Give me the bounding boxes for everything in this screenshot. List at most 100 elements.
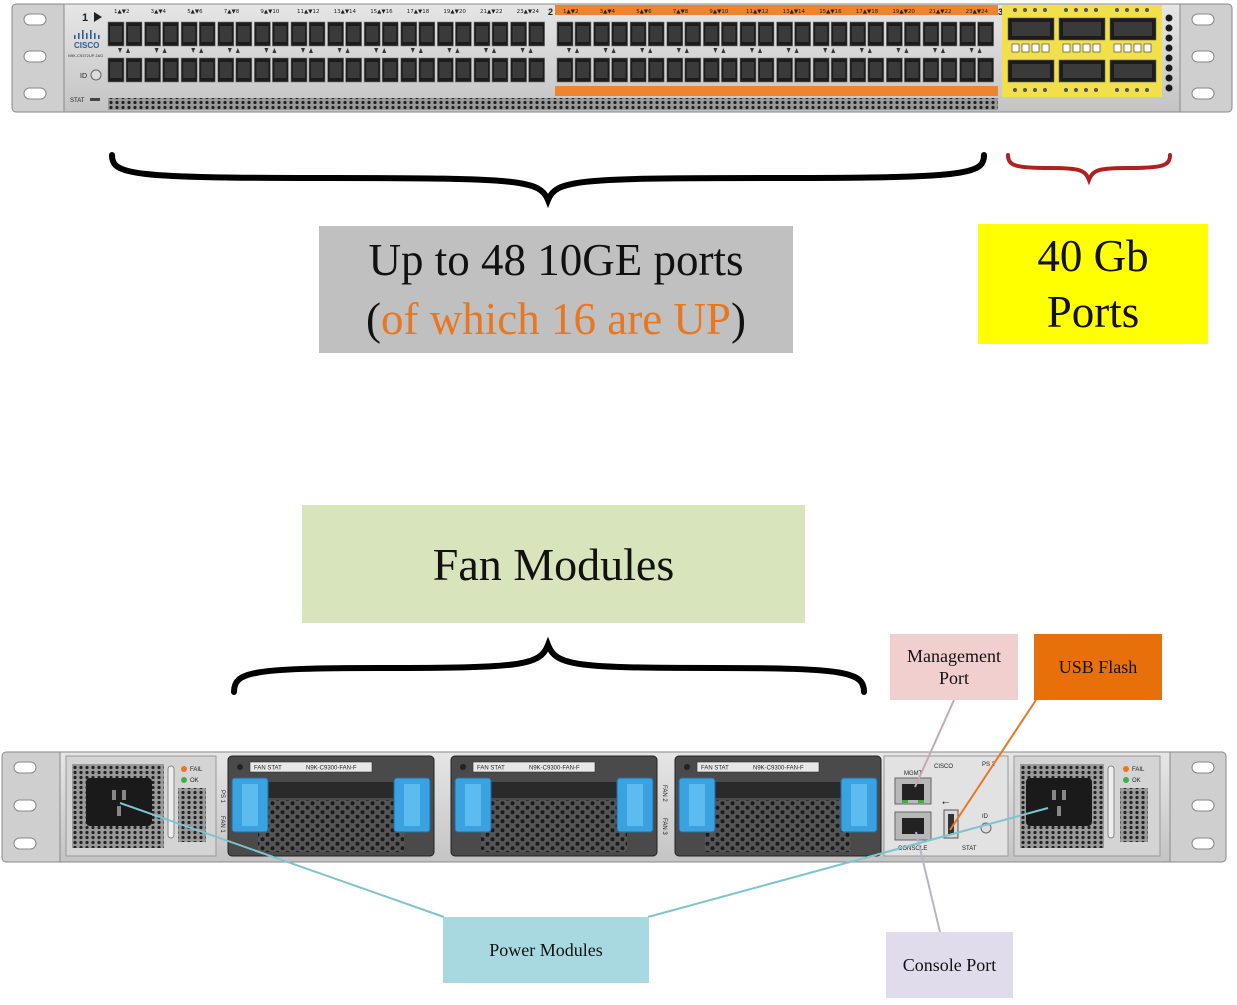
port-led-arrow-icon (199, 48, 204, 53)
psu-latch[interactable] (167, 765, 175, 839)
label-40g-line2: Ports (1046, 287, 1140, 337)
fan-handle-grip (689, 784, 705, 826)
fan-handle-grip (404, 784, 420, 826)
qsfp-led-dot (1023, 8, 1027, 12)
sfp-port-cage (128, 26, 140, 42)
sfp-port-cage (815, 62, 828, 78)
sfp-port-cage (237, 26, 250, 42)
psu2-ok-led (1123, 777, 1129, 783)
qsfp-led-dot (1145, 8, 1149, 12)
psu1-ok-label: OK (190, 778, 199, 784)
port-group-1-number: 1 (82, 12, 88, 24)
sfp-port-cage (494, 62, 506, 78)
rack-ear-slot (23, 87, 47, 100)
qsfp-led (1092, 43, 1101, 53)
leader-console (915, 831, 941, 933)
sfp-port-cage (869, 62, 882, 78)
rack-ear-slot (13, 799, 37, 812)
sfp-port-cage (530, 62, 543, 78)
rack-ear-slot (1191, 87, 1215, 100)
label-power-modules: Power Modules (443, 917, 649, 983)
fan-handle-bar (715, 782, 841, 798)
port-pair-label: 21▲▼22 (480, 9, 502, 15)
sfp-port-cage (329, 26, 342, 42)
sfp-port-cage (577, 26, 589, 42)
port-pair-label: 13▲▼14 (334, 9, 357, 15)
port-led-arrow-icon (867, 48, 872, 53)
sfp-port-cage (869, 26, 882, 42)
front-panel: 1 CISCO N9K-C9372UP-16G ID STAT 2 3 (11, 3, 1233, 113)
port-led-arrow-icon (977, 48, 982, 53)
sfp-port-cage (439, 62, 452, 78)
leader-power-left (119, 802, 445, 918)
port-led-arrow-icon (611, 48, 616, 53)
fan-label-plate (472, 761, 596, 773)
port-led-arrow-icon (382, 48, 387, 53)
sfp-port-cage (476, 26, 488, 42)
port-pair-label: 21▲▼22 (929, 9, 951, 15)
port-led-arrow-icon (154, 48, 159, 53)
qsfp-port-cage (1114, 64, 1152, 78)
sfp-port-cage (796, 26, 809, 42)
sfp-port-cage (366, 26, 379, 42)
fan-stat-label: FAN STAT (254, 766, 282, 772)
port-pair-label: 1▲▼2 (114, 9, 129, 15)
qsfp-led-dot (1084, 8, 1088, 12)
port-led-arrow-icon (684, 48, 689, 53)
sfp-port-cage (723, 26, 736, 42)
sfp-port-cage (183, 62, 196, 78)
sfp-port-cage (778, 62, 791, 78)
port-led-arrow-icon (758, 48, 762, 53)
sfp-port-cage (183, 26, 196, 42)
sfp-port-cage (146, 62, 159, 78)
status-led (1165, 74, 1173, 82)
port-led-arrow-icon (969, 48, 974, 53)
port-led-arrow-icon (640, 48, 645, 53)
label-management-line2: Port (938, 668, 969, 688)
sfp-port-cage (979, 26, 992, 42)
front-id-button[interactable] (90, 69, 102, 81)
power-inlet-icon (1026, 778, 1092, 826)
qsfp-led-dot (1064, 8, 1068, 12)
port-led-arrow-icon (786, 48, 791, 53)
qsfp-led (1021, 43, 1030, 53)
sfp-port-cage (420, 62, 433, 78)
qsfp-led (1133, 43, 1142, 53)
port-led-arrow-icon (374, 48, 379, 53)
status-led (1165, 34, 1173, 42)
paren-close: ) (730, 293, 746, 344)
qsfp-led-dot (1043, 8, 1047, 12)
sfp-port-cage (650, 62, 663, 78)
port-led-arrow-icon (191, 48, 196, 53)
sfp-port-cage (906, 26, 919, 42)
fan-label-plate (249, 761, 373, 773)
sfp-port-cage (494, 26, 506, 42)
sfp-port-cage (311, 26, 323, 42)
rack-ear-slot (1191, 761, 1215, 774)
port-group-2-number: 2 (548, 7, 553, 17)
cisco-logo-icon (74, 30, 100, 39)
sfp-port-cage (613, 26, 626, 42)
port-led-arrow-icon (567, 48, 571, 53)
sfp-port-cage (274, 62, 287, 78)
sfp-port-cage (512, 62, 525, 78)
front-vent-strip (108, 98, 998, 110)
sfp-port-cage (476, 62, 488, 78)
sfp-port-cage (778, 26, 791, 42)
fan3-slot-label: FAN 3 (661, 818, 667, 835)
psu1-fail-led (181, 766, 187, 772)
qsfp-led-dot (1125, 8, 1129, 12)
port-led-arrow-icon (713, 48, 718, 53)
sfp-port-cage (925, 26, 937, 42)
brace-10ge-ports (109, 152, 987, 209)
port-pair-label: 13▲▼14 (783, 9, 806, 15)
psu-latch[interactable] (1107, 765, 1115, 839)
psu-vent (178, 788, 206, 842)
label-fan-modules-text: Fan Modules (432, 538, 675, 590)
paren-open: ( (366, 293, 382, 344)
sfp-port-cage (742, 62, 754, 78)
